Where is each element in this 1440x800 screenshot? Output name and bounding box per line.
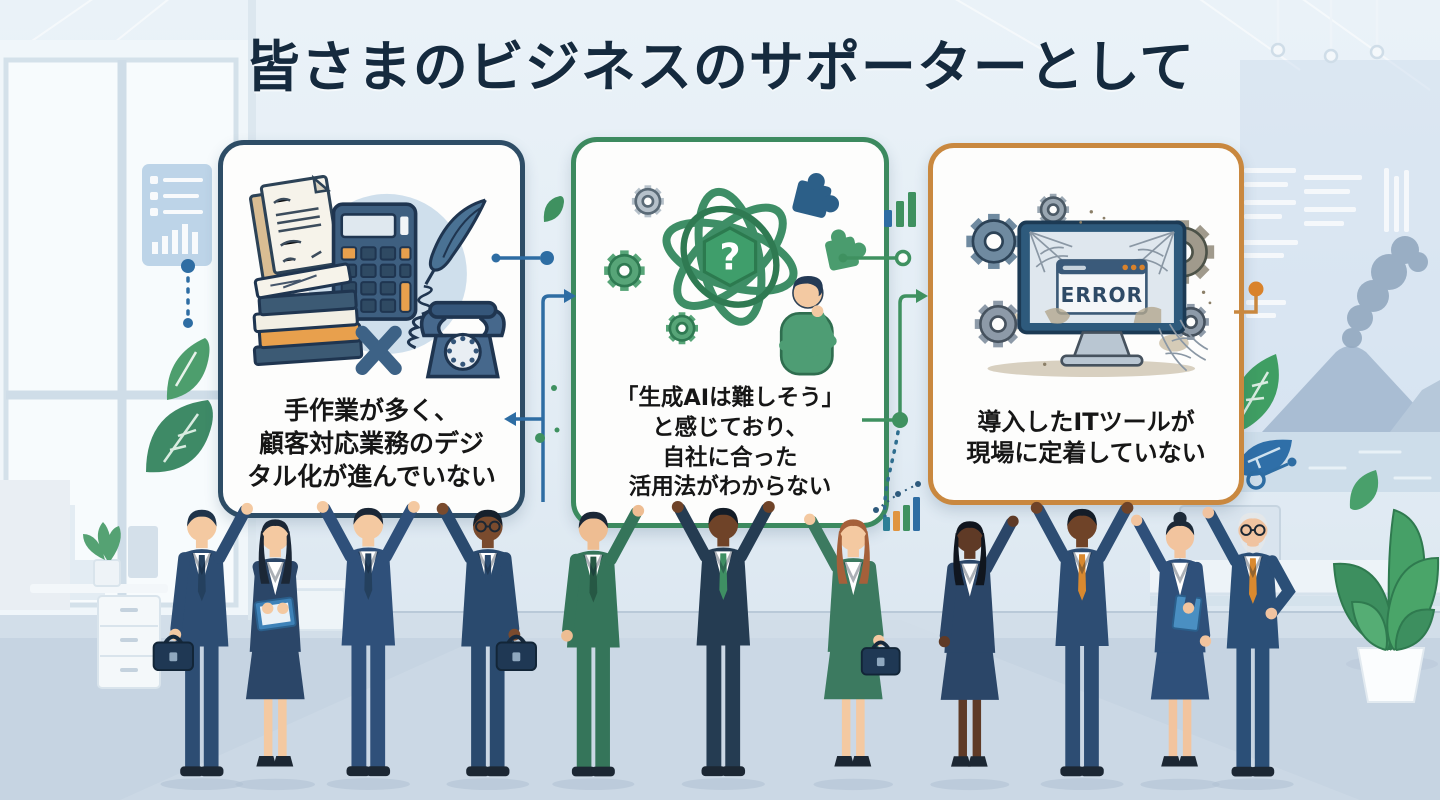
businessman-holding-card-2 [671,500,775,791]
puzzle-pieces-icon [792,173,867,271]
cobweb-icon [1029,231,1209,372]
businesswoman-folder [1130,511,1220,791]
error-label: ERROR [1061,283,1144,307]
pain-point-card-generative-ai: ? [571,137,889,528]
pain-point-card-it-tools: ERROR 導入したITツールが 現場に定着していない [928,143,1244,505]
gears-icon [604,185,698,345]
thinking-person-icon [779,275,837,376]
connector-orange [1234,281,1264,314]
green-dots [535,196,564,443]
tangled-knot-icon [662,187,798,326]
businessman-holding-card-1 [316,500,420,791]
businesswoman-green-suit-briefcase [803,513,901,791]
cross-mark-icon [355,325,402,375]
connector-blue [491,251,576,502]
rotary-phone-icon [406,300,506,379]
senior-businessman-hand-on-hip [1202,506,1296,791]
leaf-decoration-left [146,338,213,473]
card1-illustration [223,145,520,394]
businesswoman-navy-suit [930,515,1019,791]
businessman-glasses-briefcase [436,502,538,791]
mini-bar-chart-top [884,192,916,227]
molecule-icon [1246,470,1266,490]
card1-caption: 手作業が多く、 顧客対応業務のデジ タル化が進んでいない [247,396,496,491]
svg-text:?: ? [719,236,740,279]
businessman-green-suit [551,504,644,791]
dust-specks [1042,210,1212,366]
card3-illustration: ERROR [933,148,1239,407]
hanging-dots [1270,0,1385,64]
pain-point-card-manual-work: 手作業が多く、 顧客対応業務のデジ タル化が進んでいない [218,140,525,518]
error-monitor-icon: ERROR [1017,220,1209,372]
connector-green [838,249,928,428]
businessman-briefcase-left-arm-up [152,502,254,791]
page-title: 皆さまのビジネスのサポーターとして [244,35,1196,99]
growth-chart-icon [873,481,921,531]
businesswoman-clipboard [235,519,315,791]
left-desk [0,480,356,689]
card3-caption: 導入したITツールが 現場に定着していない [966,407,1206,468]
question-mark-icon: ? [702,226,758,288]
card2-illustration: ? [576,142,884,384]
ghost-dashboard-panel [142,164,212,328]
card2-caption: 「生成AIは難しそう」 と感じており、 自社に合った 活用法がわからない [615,385,845,501]
dashed-connector [882,430,900,520]
books-stack-icon [252,262,364,366]
businessman-holding-card-3 [1030,501,1134,791]
shadow [987,360,1196,378]
volcano-smoke [1342,236,1428,348]
potted-plant [1332,508,1440,703]
